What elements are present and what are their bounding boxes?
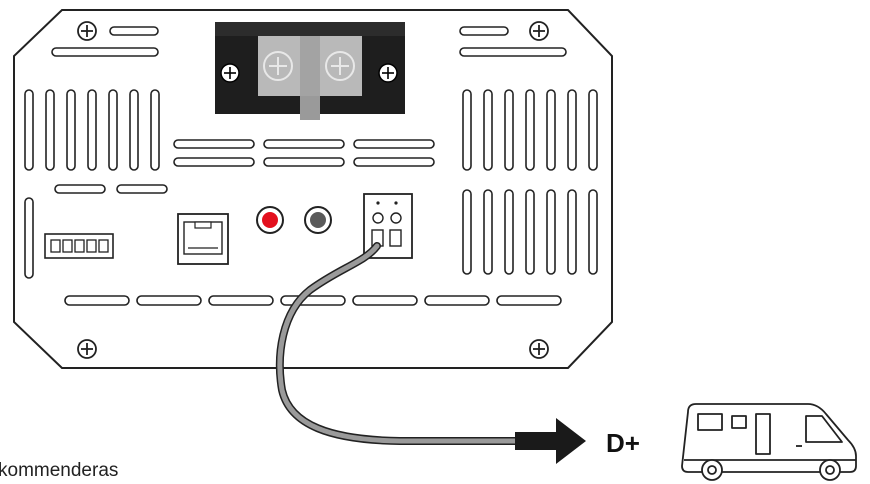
screw-bottom-right-icon bbox=[529, 339, 549, 359]
red-port-icon bbox=[256, 206, 284, 234]
left-vent-grille bbox=[24, 89, 168, 194]
screw-bottom-left-icon bbox=[77, 339, 97, 359]
bottom-vent-slots bbox=[64, 295, 562, 306]
arrow-right-icon bbox=[515, 418, 586, 464]
black-port-icon bbox=[304, 206, 332, 234]
camper-van-icon bbox=[681, 403, 857, 481]
top-left-slots bbox=[51, 26, 159, 57]
screw-top-left-icon bbox=[77, 21, 97, 41]
caption-fragment: kommenderas bbox=[0, 460, 118, 481]
right-vent-grille bbox=[462, 89, 598, 275]
d-plus-label: D+ bbox=[606, 428, 640, 458]
side-slot bbox=[24, 197, 34, 279]
center-vent-slots bbox=[173, 139, 435, 167]
battery-terminal-block bbox=[215, 22, 405, 120]
rj45-port bbox=[177, 213, 229, 265]
screw-top-right-icon bbox=[529, 21, 549, 41]
dip-switch bbox=[44, 233, 114, 259]
d-plus-cable bbox=[275, 242, 524, 445]
top-right-slots bbox=[459, 26, 567, 57]
